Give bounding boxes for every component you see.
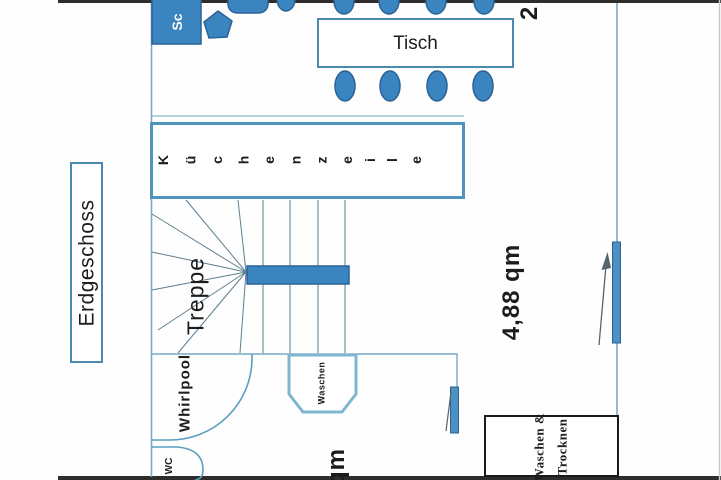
wc-outline: [152, 446, 204, 480]
area-partial-top: 2: [516, 5, 543, 21]
stairs-label: Treppe: [182, 256, 209, 336]
kitchen-letter: e: [338, 156, 355, 164]
door-arrow-right: [598, 259, 608, 346]
chair-top-1: [333, 0, 355, 15]
kitchen-letter: h: [234, 155, 251, 165]
whirlpool-label: Whirlpool: [176, 353, 194, 433]
kitchen-letter: i: [362, 158, 379, 162]
washing-niche: [287, 353, 358, 414]
door-arrow-right-head: [601, 252, 611, 270]
kitchen-letter: l: [384, 158, 401, 162]
closet-label: Sc: [169, 13, 185, 31]
kitchen-letter: z: [313, 156, 329, 164]
kitchen-label: K ü c h e n z e i l e: [155, 124, 424, 196]
laundry-label-1: Waschen &: [531, 412, 547, 480]
area-partial-bottom: qm: [323, 448, 350, 480]
pentagon-stool: [203, 10, 233, 39]
door-swing-bottom: [445, 391, 452, 432]
closet-rect: [151, 0, 202, 45]
table-box: [317, 18, 514, 68]
laundry-box: [484, 415, 619, 477]
door-leaf-bottom: [450, 386, 459, 434]
kitchen-letter: n: [287, 155, 304, 165]
room-area-label: 4,88 qm: [498, 243, 525, 341]
chair-top-2: [378, 0, 400, 15]
whirlpool-outline: [152, 354, 253, 441]
photo-bottom-edge: [58, 476, 721, 480]
wc-label: WC: [164, 457, 175, 475]
stair-landing-bar: [246, 265, 350, 285]
chair-bottom-2: [379, 70, 401, 102]
floor-title: Erdgeschoss: [75, 199, 99, 327]
kitchen-letter: K: [155, 154, 172, 166]
kitchen-letter: c: [208, 156, 225, 164]
washing-label: Waschen: [316, 361, 327, 405]
chair-top-0: [276, 0, 296, 12]
kitchen-letter: e: [408, 156, 425, 164]
kitchen-letter: ü: [182, 155, 199, 165]
chair-top-3: [425, 0, 447, 15]
bath-wall: [151, 353, 458, 388]
kitchen-box: [150, 122, 465, 199]
floor-title-box: [70, 162, 103, 363]
chair-bottom-3: [426, 70, 448, 102]
chair-bottom-1: [334, 70, 356, 102]
chair-top-4: [473, 0, 495, 15]
bench-rounded: [227, 0, 269, 14]
chair-bottom-4: [472, 70, 494, 102]
door-leaf-right: [612, 241, 621, 344]
laundry-label-2: Trocknen: [554, 418, 570, 476]
kitchen-letter: e: [261, 156, 278, 164]
table-label: Tisch: [393, 33, 438, 54]
